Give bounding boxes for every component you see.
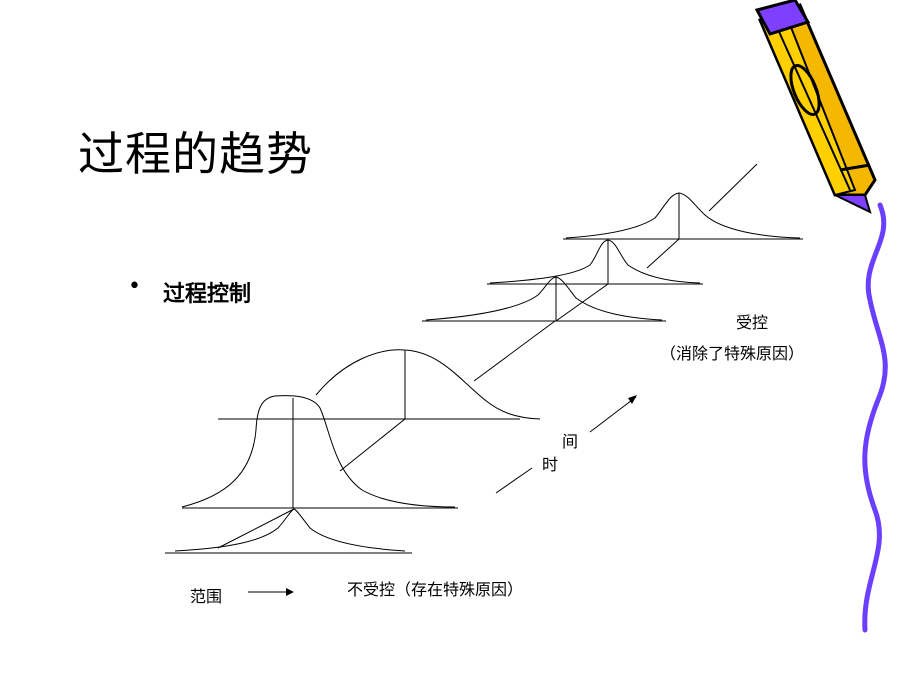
time-arrow-line	[589, 396, 637, 433]
curve-6-time-axis	[646, 238, 680, 269]
curve-4	[425, 276, 663, 321]
bullet-text: 过程控制	[163, 282, 252, 307]
curve-1	[174, 508, 406, 552]
out-of-control-label: 不受控（存在特殊原因）	[347, 580, 524, 599]
curve-5	[489, 239, 701, 284]
range-label: 范围	[190, 587, 223, 606]
slide-title: 过程的趋势	[78, 127, 313, 181]
curve-3	[315, 349, 541, 420]
curve-5-time-axis	[555, 283, 609, 322]
curve-1-axis	[217, 508, 295, 549]
time-label-char-1: 间	[562, 432, 579, 451]
curve-6	[565, 192, 801, 239]
curve-3-time-axis	[339, 418, 406, 472]
time-label-char-2: 时	[542, 455, 559, 474]
in-control-note: （消除了特殊原因）	[660, 344, 805, 363]
time-axis-end	[708, 163, 758, 212]
pencil-icon	[754, 0, 877, 214]
wavy-border	[862, 202, 888, 633]
time-arrow-head	[628, 395, 637, 404]
bullet-marker: •	[128, 274, 141, 299]
time-axis-mid	[473, 320, 556, 382]
in-control-label: 受控	[736, 313, 769, 332]
time-tick-line	[495, 467, 533, 494]
range-arrow-head	[286, 588, 294, 596]
curve-2	[181, 395, 456, 508]
